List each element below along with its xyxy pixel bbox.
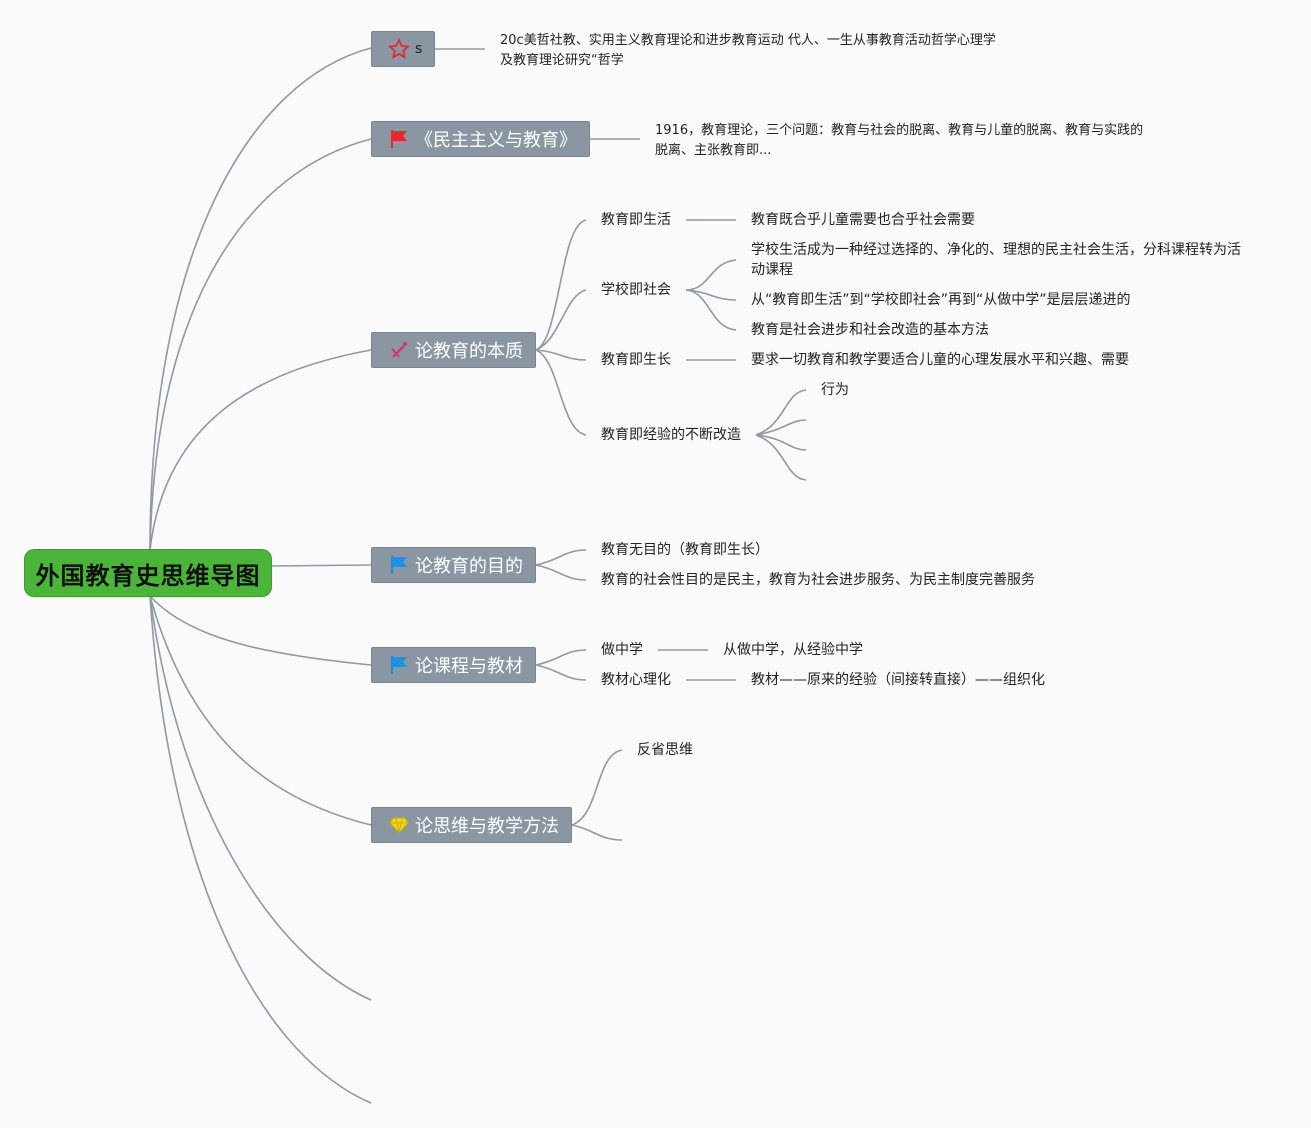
topic-label: 论课程与教材 <box>415 656 523 677</box>
branch-reflective-thinking[interactable]: 反省思维 <box>637 742 693 758</box>
detail-material-psychologize[interactable]: 教材——原来的经验（间接转直接）——组织化 <box>751 672 1045 688</box>
topic-method[interactable]: 论思维与教学方法 <box>371 807 572 843</box>
topic-curriculum[interactable]: 论课程与教材 <box>371 647 536 683</box>
detail-education-is-life[interactable]: 教育既合乎儿童需要也合乎社会需要 <box>751 212 975 228</box>
topic-label: 论思维与教学方法 <box>415 816 559 837</box>
branch-no-aim[interactable]: 教育无目的（教育即生长） <box>601 542 769 558</box>
topic-book[interactable]: 《民主主义与教育》 <box>371 121 590 157</box>
blue-flag-icon <box>388 554 410 576</box>
tools-icon <box>388 339 410 361</box>
branch-education-is-life[interactable]: 教育即生活 <box>601 212 671 228</box>
note-person: 20c美哲社教、实用主义教育理论和进步教育运动 代人、一生从事教育活动哲学心理学… <box>500 33 996 68</box>
note-book: 1916，教育理论，三个问题：教育与社会的脱离、教育与儿童的脱离、教育与实践的脱… <box>655 123 1144 158</box>
star-icon <box>388 38 410 60</box>
branch-education-is-growth[interactable]: 教育即生长 <box>601 352 671 368</box>
branch-experience-reconstruction[interactable]: 教育即经验的不断改造 <box>601 427 741 443</box>
branch-social-aim[interactable]: 教育的社会性目的是民主，教育为社会进步服务、为民主制度完善服务 <box>601 572 1035 588</box>
detail-school-is-society-3[interactable]: 教育是社会进步和社会改造的基本方法 <box>751 322 989 338</box>
branch-school-is-society[interactable]: 学校即社会 <box>601 282 671 298</box>
root-node[interactable]: 外国教育史思维导图 <box>25 550 271 596</box>
diamond-icon <box>388 814 410 836</box>
blue-flag-icon <box>388 654 410 676</box>
detail-school-is-society-1[interactable]: 学校生活成为一种经过选择的、净化的、理想的民主社会生活，分科课程转为活动课程 <box>751 242 1241 278</box>
detail-behavior[interactable]: 行为 <box>821 382 849 398</box>
red-flag-icon <box>388 128 410 150</box>
topic-person[interactable]: s <box>371 31 435 67</box>
detail-learning-by-doing[interactable]: 从做中学，从经验中学 <box>723 642 863 658</box>
detail-school-is-society-2[interactable]: 从“教育即生活”到“学校即社会”再到“从做中学”是层层递进的 <box>751 292 1131 308</box>
branch-learning-by-doing[interactable]: 做中学 <box>601 642 643 658</box>
topic-aim[interactable]: 论教育的目的 <box>371 547 536 583</box>
branch-material-psychologize[interactable]: 教材心理化 <box>601 672 671 688</box>
topic-label: 论教育的目的 <box>415 556 523 577</box>
topic-label: 论教育的本质 <box>415 341 523 362</box>
topic-essence[interactable]: 论教育的本质 <box>371 332 536 368</box>
topic-label: 《民主主义与教育》 <box>415 130 577 151</box>
topic-label: s <box>415 41 423 57</box>
detail-education-is-growth[interactable]: 要求一切教育和教学要适合儿童的心理发展水平和兴趣、需要 <box>751 352 1129 368</box>
